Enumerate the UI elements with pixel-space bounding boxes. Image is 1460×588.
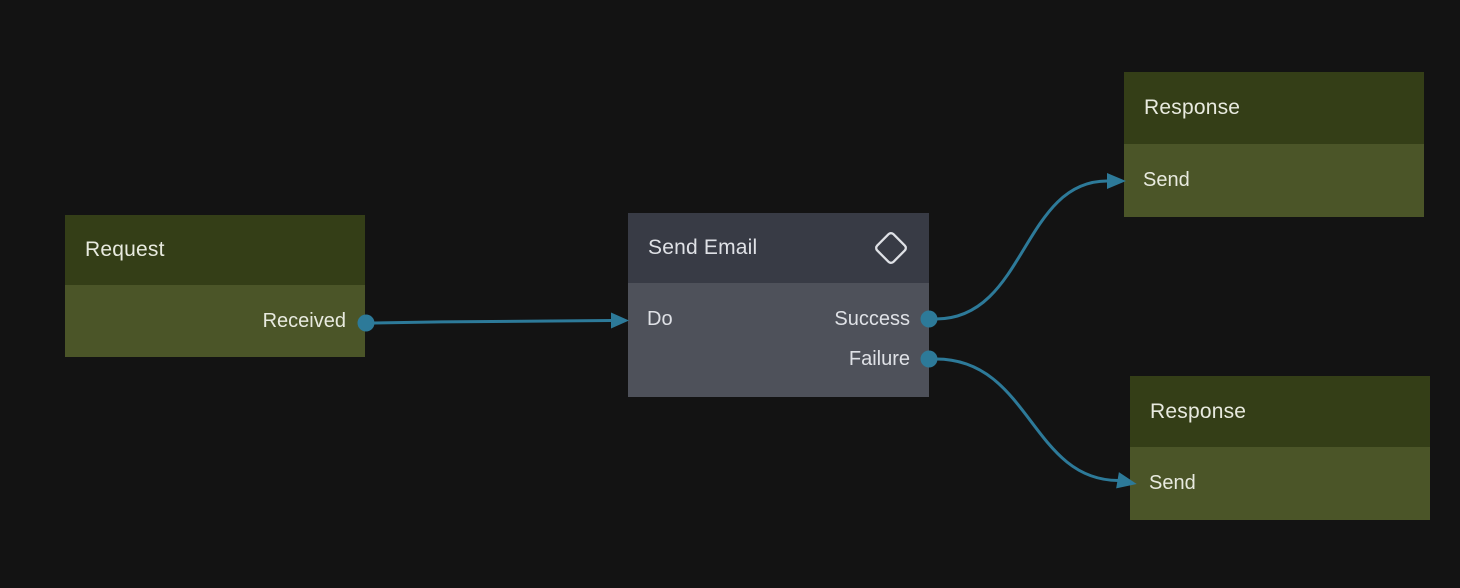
node-response-failure[interactable]: Response Send bbox=[1130, 376, 1430, 520]
output-port-label-received: Received bbox=[262, 309, 346, 332]
input-port-label-do: Do bbox=[647, 307, 673, 330]
node-title: Response bbox=[1144, 96, 1241, 119]
edge-failure-to-response-send[interactable] bbox=[934, 357, 1138, 490]
edge-received-to-do[interactable] bbox=[372, 312, 629, 329]
arrowhead-icon bbox=[1116, 472, 1137, 489]
output-port-success[interactable] bbox=[920, 310, 938, 328]
input-port-label-send: Send bbox=[1143, 169, 1190, 191]
node-request[interactable]: Request Received bbox=[65, 215, 365, 357]
port-row-received: Received bbox=[65, 301, 365, 341]
node-response-failure-body: Send bbox=[1130, 447, 1430, 520]
port-row-failure: Failure bbox=[628, 339, 929, 379]
input-port-label-send: Send bbox=[1149, 472, 1196, 494]
node-request-header[interactable]: Request bbox=[65, 215, 365, 285]
node-response-success-header[interactable]: Response bbox=[1124, 72, 1424, 144]
node-send-email-body: Do Success Failure bbox=[628, 283, 929, 397]
node-request-body: Received bbox=[65, 285, 365, 357]
port-row-send: Send bbox=[1130, 464, 1430, 504]
edge-success-to-response-send[interactable] bbox=[934, 173, 1126, 321]
node-send-email-header[interactable]: Send Email bbox=[628, 213, 929, 283]
node-title: Request bbox=[85, 238, 165, 261]
output-port-received[interactable] bbox=[357, 314, 375, 332]
diamond-icon bbox=[873, 230, 909, 266]
output-port-label-failure: Failure bbox=[848, 347, 910, 370]
node-response-failure-header[interactable]: Response bbox=[1130, 376, 1430, 447]
output-port-failure[interactable] bbox=[920, 350, 938, 368]
port-row-do-success: Do Success bbox=[628, 299, 929, 339]
output-port-label-success: Success bbox=[834, 307, 910, 330]
node-title: Send Email bbox=[648, 236, 758, 259]
node-title: Response bbox=[1150, 399, 1247, 423]
port-row-send: Send bbox=[1124, 161, 1424, 201]
node-response-success-body: Send bbox=[1124, 144, 1424, 217]
arrowhead-icon bbox=[611, 312, 629, 329]
node-send-email[interactable]: Send Email Do Success Failure bbox=[628, 213, 929, 397]
arrowhead-icon bbox=[1107, 173, 1126, 189]
node-response-success[interactable]: Response Send bbox=[1124, 72, 1424, 217]
